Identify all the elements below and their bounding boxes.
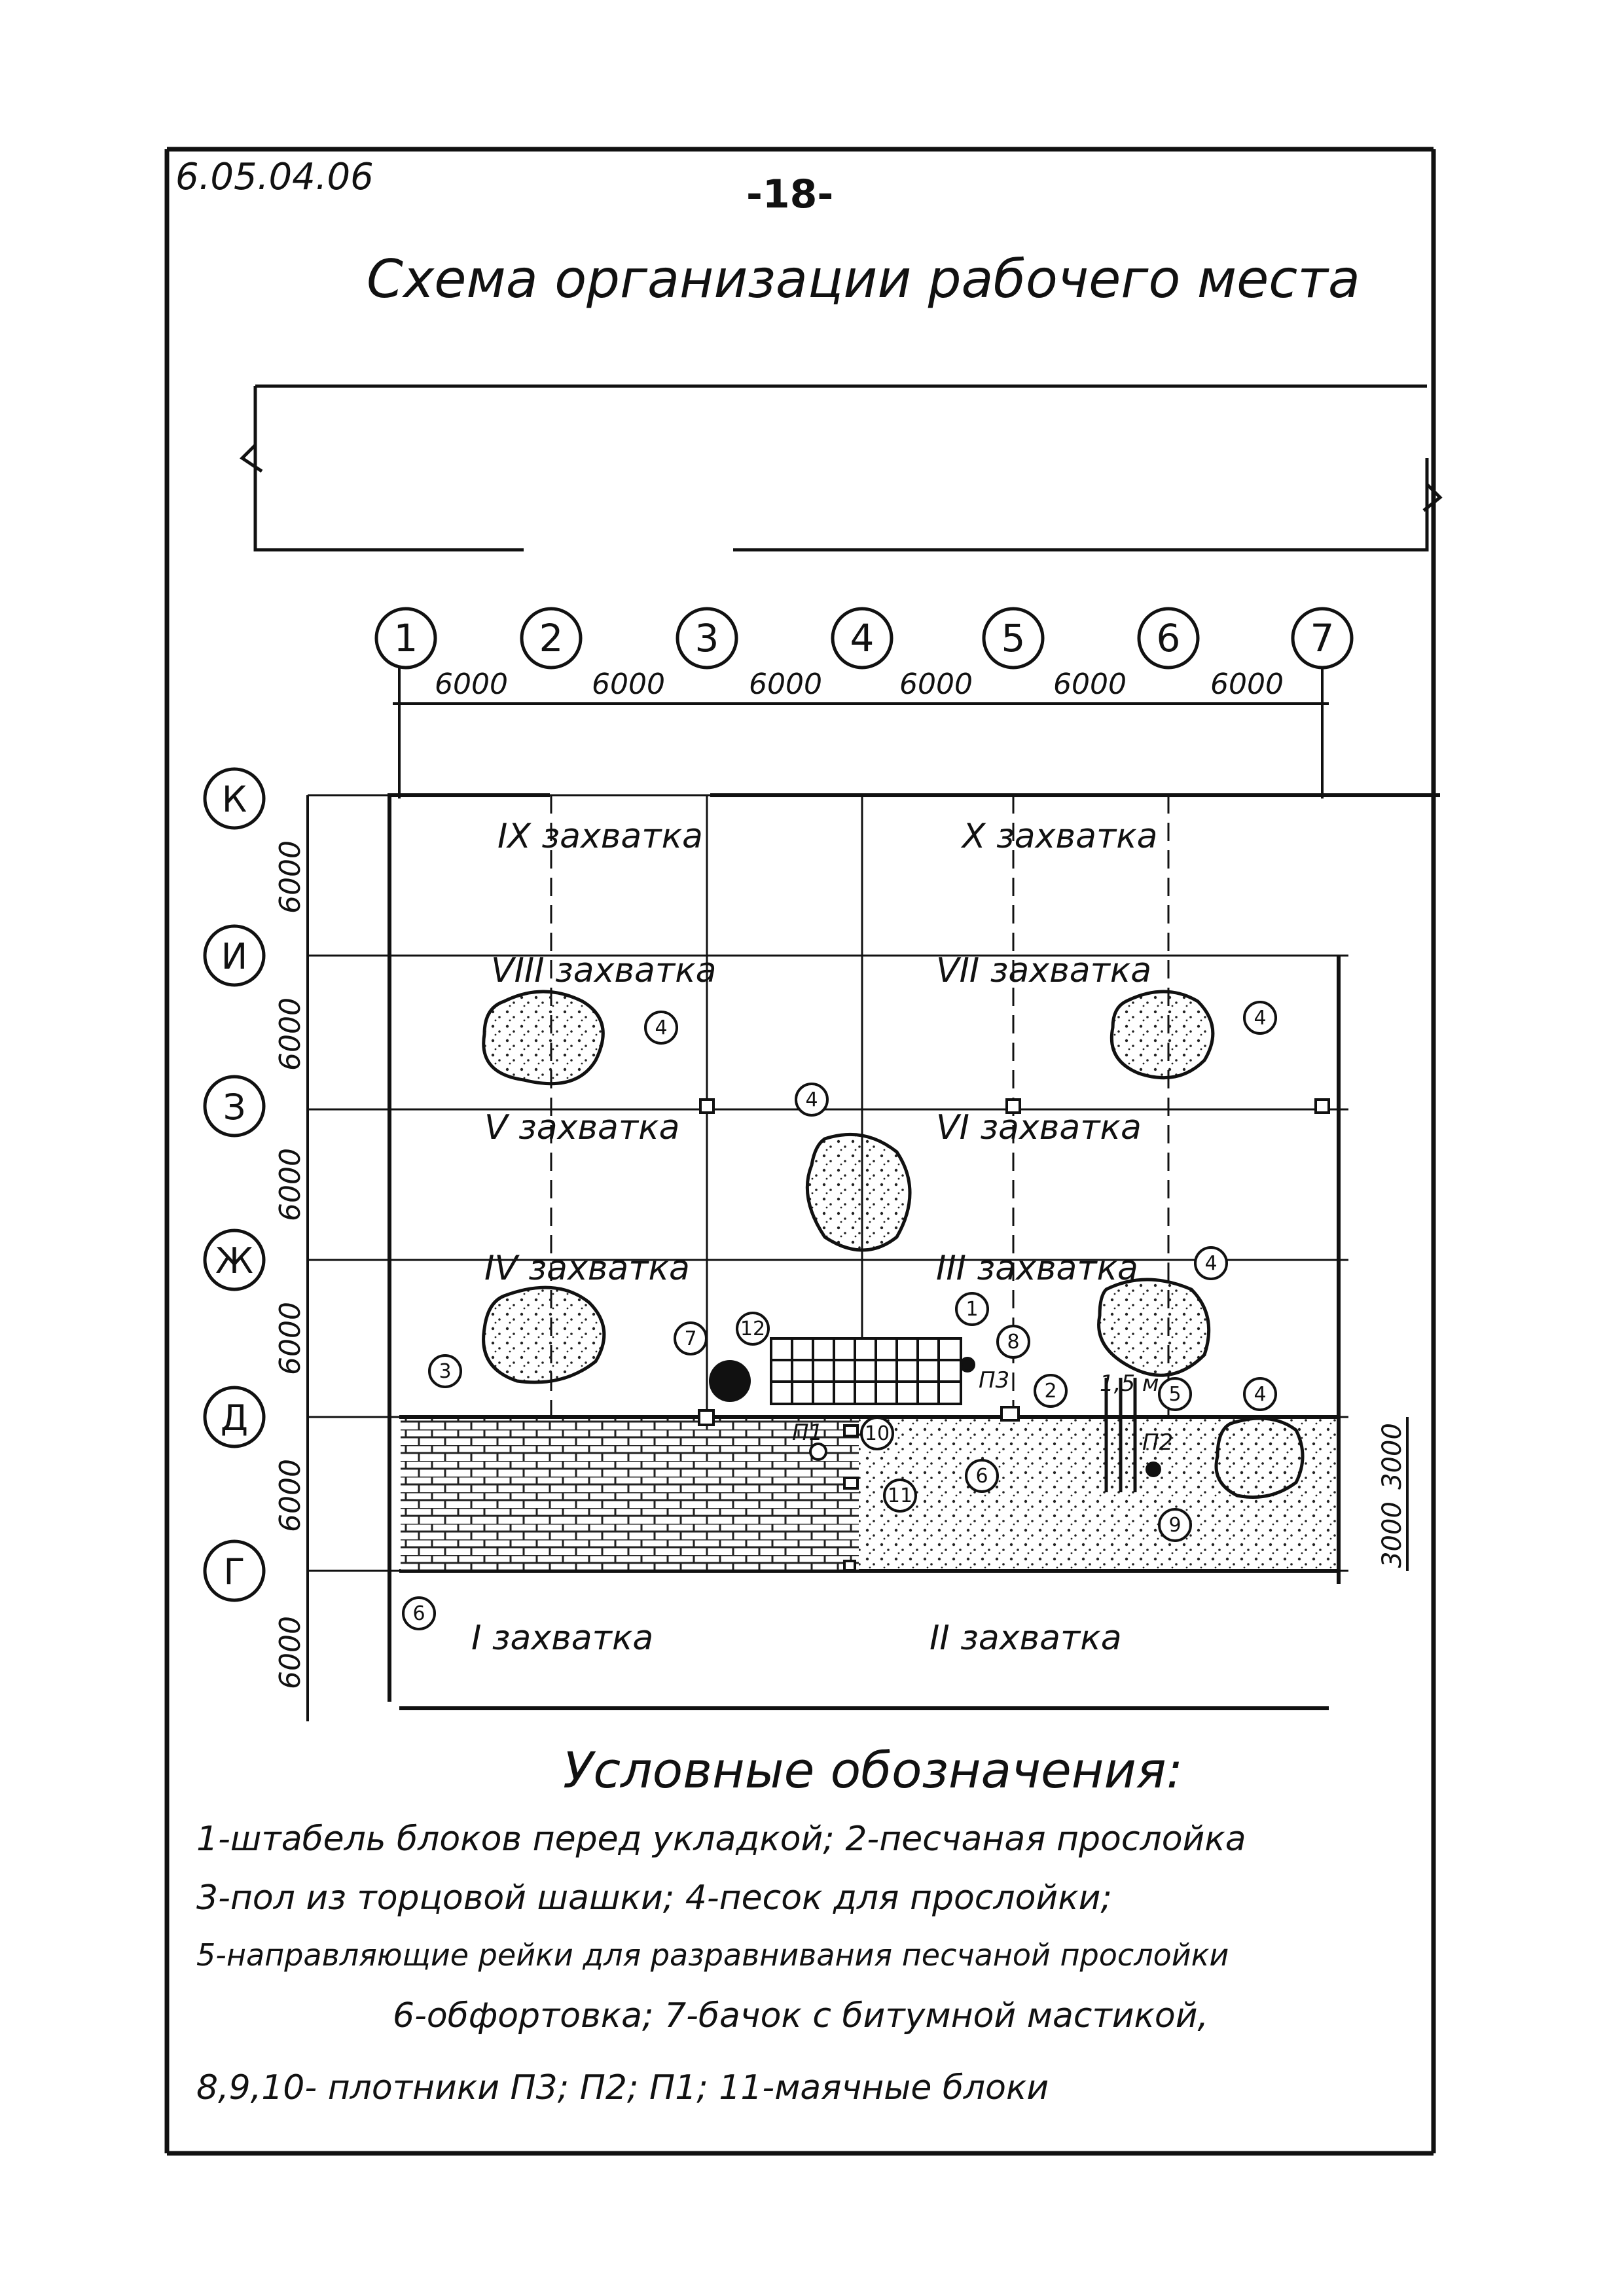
legend-line-3: 5-направляющие рейки для разравнивания п… [196, 1937, 1229, 1973]
axis-col-6: 6 [1157, 616, 1181, 660]
callout-labels: 1 2 3 4 4 4 4 4 5 6 6 7 8 9 10 11 12 [412, 1007, 1266, 1625]
axis-row-zh: Ж [215, 1240, 253, 1282]
zone-labels: IX захватка X захватка VIII захватка VII… [471, 817, 1158, 1658]
callout-6b: 6 [412, 1602, 425, 1625]
axis-col-3: 3 [695, 616, 719, 660]
axis-row-g: Г [224, 1551, 245, 1592]
sand-pile [1214, 1416, 1305, 1499]
dim-row-3: 6000 [274, 1148, 307, 1221]
sand-piles [482, 990, 1305, 1499]
callout-4: 4 [655, 1016, 667, 1039]
callout-4d: 4 [1204, 1252, 1217, 1275]
dim-row-4: 6000 [274, 1302, 307, 1375]
axis-col-7: 7 [1310, 616, 1335, 660]
callout-6: 6 [975, 1465, 988, 1488]
zone-6: VI захватка [936, 1108, 1142, 1147]
dim-col-4: 6000 [899, 668, 973, 701]
callout-4b: 4 [805, 1088, 818, 1111]
legend-line-4: 6-обфортовка; 7-бачок с битумной мастико… [393, 1996, 1209, 2036]
dim-right-1: 3000 [1377, 1423, 1407, 1490]
axis-col-1: 1 [394, 616, 418, 660]
legend-line-5: 8,9,10- плотники П3; П2; П1; 11-маячные … [196, 2068, 1049, 2108]
zone-9: IX захватка [497, 817, 703, 856]
legend-line-2: 3-пол из торцовой шашки; 4-песок для про… [196, 1878, 1112, 1918]
dim-col-5: 6000 [1053, 668, 1127, 701]
callout-12: 12 [740, 1318, 765, 1340]
page-number: -18- [746, 171, 834, 217]
sand-pile [805, 1132, 912, 1252]
callout-3: 3 [439, 1360, 451, 1383]
callout-8: 8 [1007, 1331, 1019, 1354]
sand-pile [482, 990, 605, 1086]
column-squares [698, 1098, 1330, 1571]
dim-col-1: 6000 [435, 668, 508, 701]
building-walls [388, 793, 1440, 1710]
end-block-floor [401, 1419, 859, 1570]
column-dimension-line [393, 668, 1329, 798]
worker-p3 [960, 1357, 975, 1372]
callout-11: 11 [888, 1484, 912, 1507]
callout-10: 10 [865, 1422, 890, 1445]
zone-3: IV захватка [484, 1249, 690, 1288]
sand-pile [1110, 990, 1215, 1080]
callout-5: 5 [1168, 1383, 1181, 1406]
axis-row-k: К [222, 779, 247, 820]
axis-row-d: Д [221, 1397, 248, 1439]
zone-4: III захватка [936, 1249, 1138, 1288]
building-outline-top [240, 384, 1443, 552]
axis-col-4: 4 [850, 616, 875, 660]
legend-line-1: 1-штабель блоков перед укладкой; 2-песча… [196, 1820, 1246, 1859]
tag-p1: П1 [792, 1420, 823, 1446]
dim-row-2: 6000 [274, 997, 307, 1071]
axis-row-z: З [223, 1086, 246, 1128]
guide-rails [1104, 1378, 1137, 1492]
column-axis-labels: 1 2 3 4 5 6 7 [394, 616, 1335, 660]
dim-col-3: 6000 [749, 668, 822, 701]
dim-row-5: 6000 [274, 1459, 307, 1532]
column-dimensions: 6000 6000 6000 6000 6000 6000 [435, 668, 1284, 701]
callout-4e: 4 [1254, 1383, 1266, 1406]
row-axis-labels: К И З Ж Д Г [215, 779, 253, 1592]
callout-9: 9 [1168, 1514, 1181, 1537]
sand-pile [482, 1285, 606, 1384]
worker-tags: П3 П2 П1 1,5 м [792, 1367, 1173, 1456]
column-axes [374, 607, 1354, 670]
dim-row-1: 6000 [274, 840, 307, 914]
zone-1: I захватка [471, 1619, 653, 1658]
worker-p1 [809, 1443, 827, 1461]
axis-col-2: 2 [539, 616, 564, 660]
document-code: 6.05.04.06 [175, 156, 374, 198]
row-axes [203, 767, 266, 1602]
sand-pile [1097, 1278, 1211, 1377]
zone-10: X захватка [960, 817, 1158, 856]
zone-2: II захватка [929, 1619, 1122, 1658]
tag-p2: П2 [1142, 1429, 1173, 1456]
callout-4c: 4 [1254, 1007, 1266, 1030]
block-stack [770, 1337, 962, 1405]
axis-col-5: 5 [1001, 616, 1026, 660]
callout-circles [402, 1001, 1277, 1630]
dim-right-2: 3000 [1377, 1501, 1407, 1568]
callout-7: 7 [684, 1327, 696, 1350]
axis-row-i: И [221, 936, 247, 977]
callout-2: 2 [1044, 1380, 1056, 1403]
right-dimensions: 3000 3000 [1377, 1423, 1407, 1568]
tag-distance: 1,5 м [1100, 1371, 1159, 1397]
page-title: Схема организации рабочего места [367, 249, 1360, 310]
dim-row-6: 6000 [274, 1616, 307, 1689]
legend-title: Условные обозначения: [563, 1741, 1183, 1799]
workers [809, 1357, 1161, 1477]
callout-1: 1 [965, 1298, 978, 1321]
dim-col-6: 6000 [1210, 668, 1284, 701]
tag-p3: П3 [979, 1367, 1009, 1393]
zone-7: VII захватка [936, 951, 1151, 990]
row-dimensions: 6000 6000 6000 6000 6000 6000 [274, 840, 307, 1689]
zone-5: V захватка [484, 1108, 679, 1147]
zone-8: VIII захватка [491, 951, 716, 990]
worker-p2 [1146, 1462, 1161, 1477]
bitumen-tank [709, 1360, 751, 1402]
dim-col-2: 6000 [592, 668, 665, 701]
page-frame [164, 147, 1436, 2156]
